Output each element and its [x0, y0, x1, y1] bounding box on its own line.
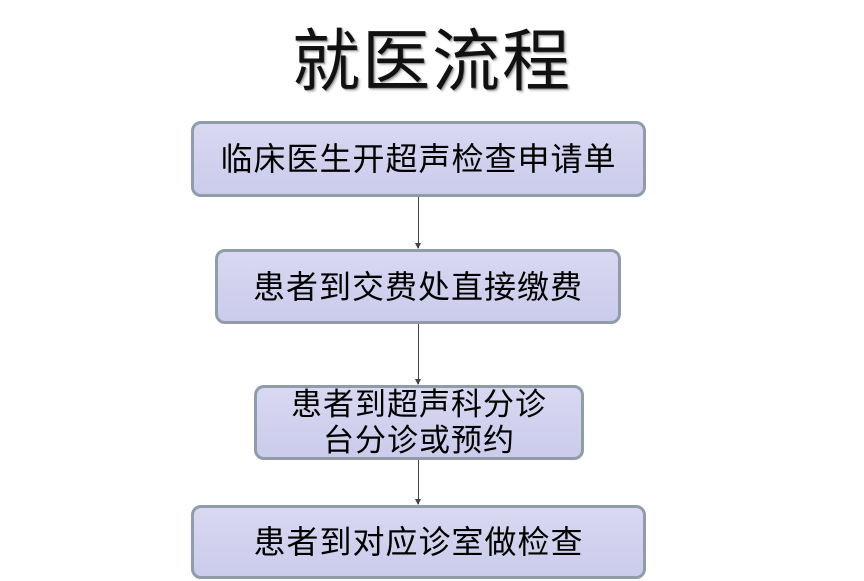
- step-2-box: 患者到交费处直接缴费: [215, 249, 621, 324]
- arrow-2-to-3: [415, 324, 421, 385]
- step-3-text-line-2: 台分诊或预约: [323, 422, 515, 459]
- page-title: 就医流程: [291, 23, 572, 102]
- step-4-text: 患者到对应诊室做检查: [253, 523, 584, 561]
- step-1-box: 临床医生开超声检查申请单: [191, 121, 646, 197]
- step-4-box: 患者到对应诊室做检查: [191, 505, 646, 579]
- step-3-text-line-1: 患者到超声科分诊: [291, 386, 547, 423]
- step-2-text: 患者到交费处直接缴费: [252, 267, 583, 306]
- arrow-3-to-4: [415, 460, 421, 505]
- step-1-text: 临床医生开超声检查申请单: [220, 140, 617, 178]
- arrow-1-to-2: [415, 197, 421, 249]
- step-3-box: 患者到超声科分诊 台分诊或预约: [254, 385, 584, 460]
